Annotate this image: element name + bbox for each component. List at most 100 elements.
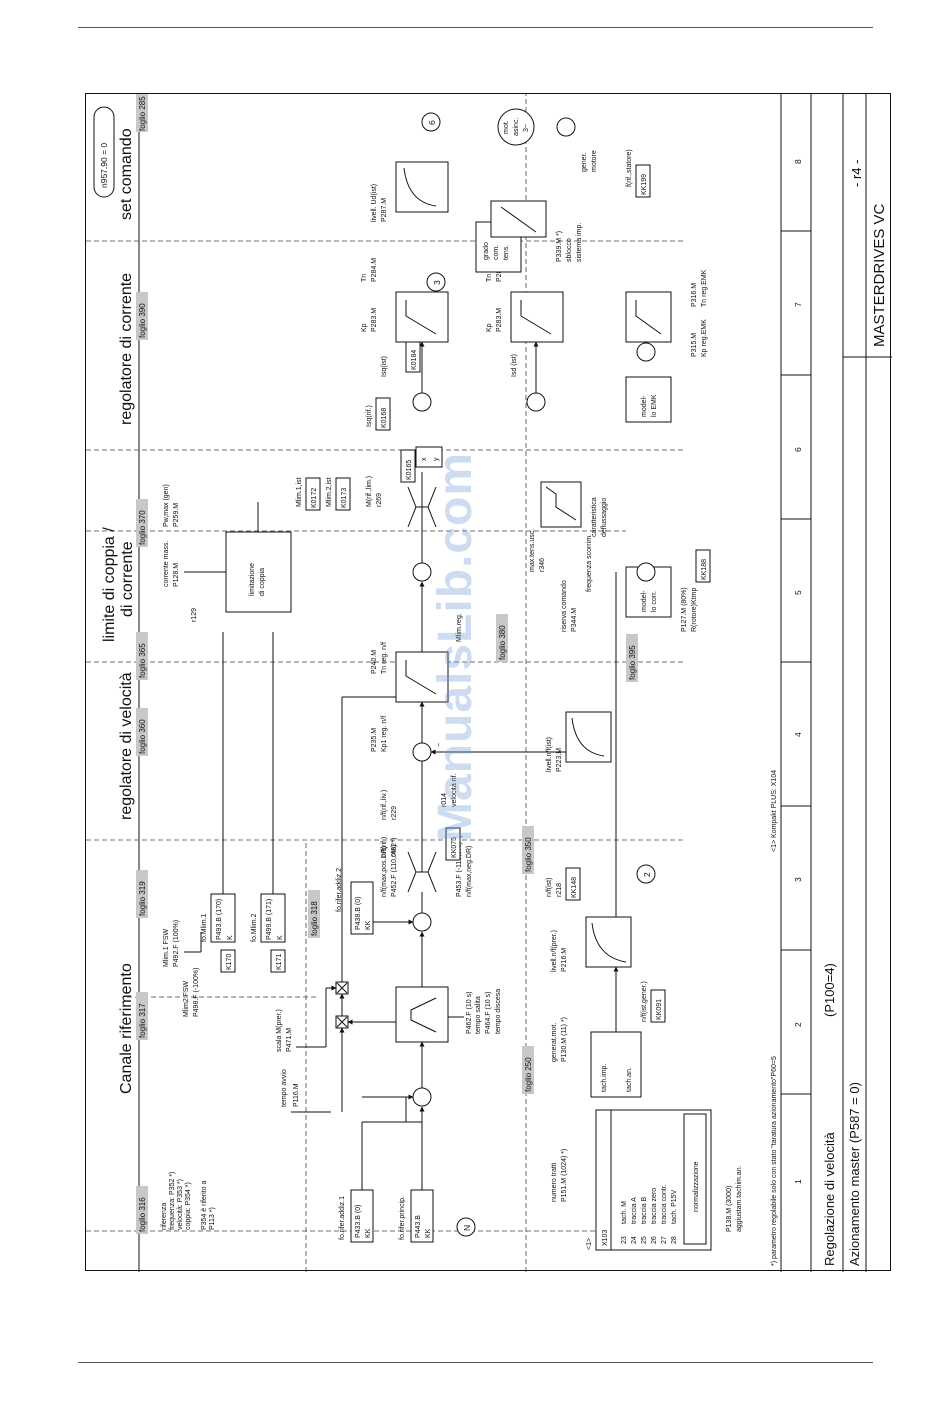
svg-text:Tn reg.EMK: Tn reg.EMK [701, 269, 708, 307]
svg-text:n/f(max,neg.DR): n/f(max,neg.DR) [466, 846, 473, 897]
svg-text:deflussaggio: deflussaggio [601, 498, 608, 537]
svg-text:r482: r482 [391, 843, 398, 857]
start-time-multiplier: tempo avvio P116.M scala M(prer.) P471.M [276, 696, 416, 1113]
svg-text:8: 8 [793, 159, 803, 164]
svg-text:sblocco: sblocco [566, 238, 573, 262]
svg-text:3: 3 [793, 877, 803, 882]
svg-text:velocità rif.: velocità rif. [451, 773, 458, 807]
block-diagram: Canale riferimento regolatore di velocit… [86, 94, 892, 1272]
svg-text:tach. M: tach. M [621, 1201, 628, 1224]
svg-text:P493.B (170): P493.B (170) [216, 899, 223, 940]
svg-text:Mlim.1,ist: Mlim.1,ist [296, 477, 303, 507]
svg-text:P315.M: P315.M [691, 333, 698, 357]
svg-text:23: 23 [621, 1236, 628, 1244]
svg-text:6: 6 [427, 120, 437, 125]
svg-text:24: 24 [631, 1236, 638, 1244]
sheet-tag-370: foglio 370 [138, 510, 147, 545]
svg-text:P498.F (-100%): P498.F (-100%) [193, 968, 200, 1017]
svg-text:Kp1 reg. n/f: Kp1 reg. n/f [381, 716, 388, 752]
sheet-tag-285: foglio 285 [138, 96, 147, 131]
svg-text:R(rotore)Ktmp: R(rotore)Ktmp [691, 588, 698, 632]
sheet-tag-360: foglio 360 [138, 719, 147, 754]
sheet-tag-250: foglio 250 [524, 1057, 533, 1092]
svg-text:K0173: K0173 [341, 488, 348, 508]
svg-text:Kp reg.EMK: Kp reg.EMK [701, 319, 708, 357]
section-title-velocita: regolatore di velocità [118, 672, 135, 820]
svg-text:tach.an.: tach.an. [626, 1067, 633, 1092]
section-title-coppia: limite di coppia / [101, 527, 118, 642]
svg-text:Mlim.2,ist: Mlim.2,ist [326, 477, 333, 507]
svg-text:KK199: KK199 [641, 174, 648, 195]
svg-text:tens.: tens. [503, 245, 510, 260]
svg-text:riferenza: riferenza [161, 1203, 168, 1230]
svg-text:frequenza: P352 *): frequenza: P352 *) [169, 1172, 176, 1230]
product-name: MASTERDRIVES VC [871, 203, 888, 347]
svg-text:P344.M: P344.M [571, 608, 578, 632]
svg-text:di coppia: di coppia [259, 568, 266, 596]
svg-text:Mlim.reg.: Mlim.reg. [456, 613, 463, 642]
svg-text:frequenza scorrim.: frequenza scorrim. [586, 534, 593, 592]
svg-text:r014: r014 [441, 793, 448, 807]
svg-text:P128.M: P128.M [173, 563, 180, 587]
torque-limiting: corrente mass. P128.M r129 Pw,max (gen) … [163, 446, 608, 632]
svg-text:−: − [436, 743, 443, 747]
drawing-sheet: Canale riferimento regolatore di velocit… [85, 93, 892, 1272]
svg-text:P316.M: P316.M [691, 283, 698, 307]
svg-text:Mlim.1 FSW: Mlim.1 FSW [163, 929, 170, 968]
svg-text:P499.B (171): P499.B (171) [266, 899, 273, 940]
svg-text:K171: K171 [276, 954, 283, 970]
svg-text:KK: KK [365, 920, 372, 930]
rotated-stage: Canale riferimento regolatore di velocit… [86, 94, 892, 1272]
svg-text:KK091: KK091 [656, 999, 663, 1020]
svg-text:n/f(rif.,liv.): n/f(rif.,liv.) [381, 790, 388, 820]
svg-text:P283.M: P283.M [371, 308, 378, 332]
svg-text:P127.M (80%): P127.M (80%) [681, 587, 688, 632]
svg-text:Isd (ist): Isd (ist) [511, 354, 518, 377]
svg-text:max.tens.usc.: max.tens.usc. [529, 529, 536, 572]
svg-text:traccia A: traccia A [631, 1197, 638, 1224]
svg-text:fo.rifer.addiz.1: fo.rifer.addiz.1 [339, 1196, 346, 1240]
section-title-corrente: regolatore di corrente [118, 273, 135, 425]
svg-text:livell.n/f(ist): livell.n/f(ist) [546, 737, 553, 772]
svg-text:n957.90 = 0: n957.90 = 0 [99, 143, 109, 188]
sheet-tag-316: foglio 316 [138, 1197, 147, 1232]
current-regulator: Isq(rif.) K0168 K0184 Isq(ist) Isd (ist)… [361, 149, 711, 632]
svg-text:P138.M (3000): P138.M (3000) [726, 1186, 733, 1232]
svg-text:P116.M: P116.M [293, 1083, 300, 1107]
svg-text:P223.M: P223.M [556, 748, 563, 772]
svg-text:gener.: gener. [581, 152, 588, 172]
svg-text:KK: KK [365, 1228, 372, 1238]
svg-text:tempo salita: tempo salita [475, 996, 482, 1034]
svg-text:Kp: Kp [361, 323, 368, 332]
input-princip: fo.rifer.princip. P443.B KK N [399, 1106, 476, 1243]
speed-regulator: n/f(rif.,liv.) r229 r014 velocità rif. −… [371, 581, 656, 901]
title-line1b: (P100=4) [822, 963, 837, 1017]
svg-text:tempo discesa: tempo discesa [495, 989, 502, 1034]
column-numbers: 1 2 3 4 5 6 7 8 [793, 159, 803, 1184]
svg-text:1: 1 [793, 1179, 803, 1184]
section-title-riferimento: Canale riferimento [118, 963, 135, 1094]
svg-text:K: K [277, 935, 284, 940]
svg-text:P240.M: P240.M [371, 650, 378, 674]
svg-text:model-: model- [641, 395, 648, 417]
svg-text:K0168: K0168 [381, 408, 388, 428]
svg-text:Mlim2 FSW: Mlim2 FSW [183, 980, 190, 1017]
svg-text:sistema imp.: sistema imp. [576, 223, 583, 262]
footnote-param: *) parametro regolabile solo con stato "… [771, 1056, 778, 1266]
svg-text:r346: r346 [539, 558, 546, 572]
svg-text:25: 25 [641, 1236, 648, 1244]
svg-text:n/f(max,pos.DR): n/f(max,pos.DR) [381, 846, 388, 897]
sheet-tag-318: foglio 318 [310, 901, 319, 936]
svg-text:Tn reg. n/f: Tn reg. n/f [381, 642, 388, 674]
command-set: livell. Ud(ist) P287.M 6 mot. asinc. 3~ … [371, 108, 598, 238]
svg-text:r129: r129 [191, 608, 198, 622]
svg-text:Pw,max (gen): Pw,max (gen) [163, 484, 170, 527]
footnote-kompakt: <1> Kompakt PLUS: X104 [771, 770, 778, 852]
svg-text:2: 2 [793, 1022, 803, 1027]
svg-text:n/f(rif.): n/f(rif.) [381, 837, 388, 857]
svg-text:P151.M (1024) *): P151.M (1024) *) [561, 1149, 568, 1202]
svg-text:tach.imp.: tach.imp. [601, 1064, 608, 1092]
svg-text:3~: 3~ [523, 124, 530, 132]
sheet-tag-317: foglio 317 [138, 1003, 147, 1038]
svg-text:P259.M: P259.M [173, 503, 180, 527]
